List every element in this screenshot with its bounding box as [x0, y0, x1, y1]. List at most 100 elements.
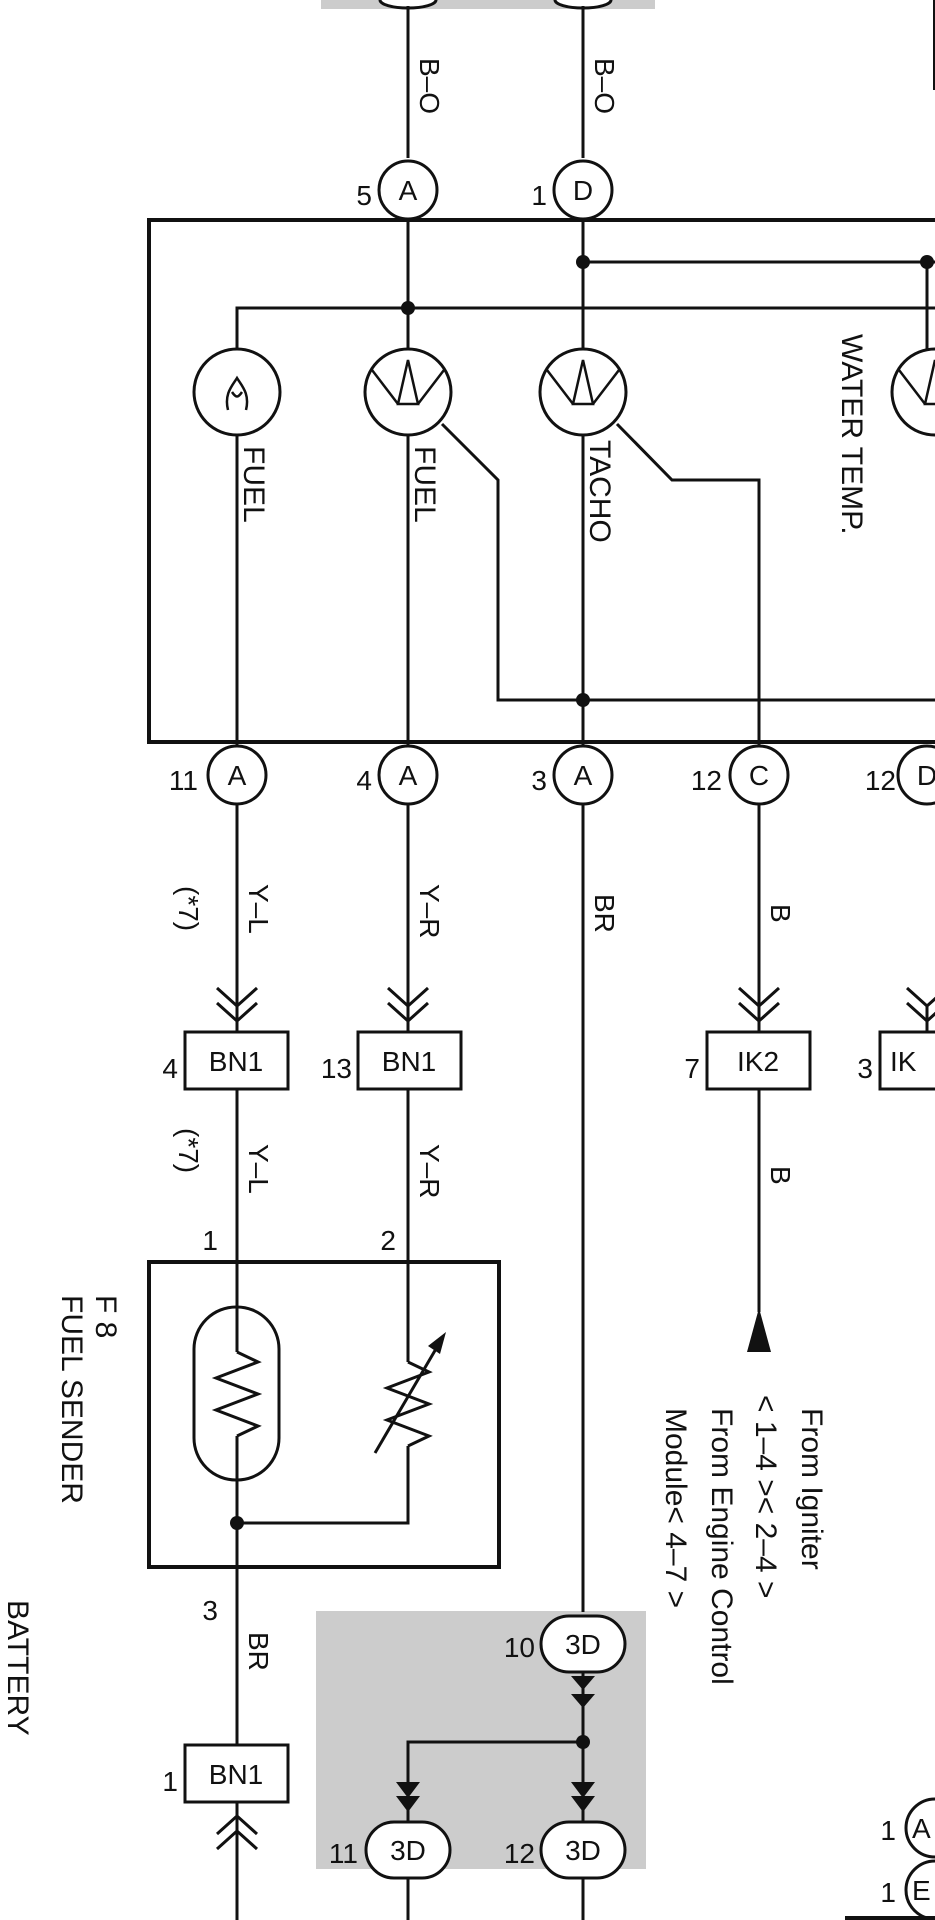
connector-5a-letter: A — [399, 175, 418, 206]
connector-4a-letter: A — [399, 760, 418, 791]
joint-connector-10-pin: 10 — [504, 1632, 535, 1663]
junction-bn1-pin1 — [183, 1743, 290, 1804]
connector-1d-pin: 1 — [531, 180, 547, 211]
joint-connector-12-label: 3D — [565, 1835, 601, 1866]
fuel-gauge-icon — [363, 347, 453, 437]
right-edge-connector-a — [904, 1797, 935, 1859]
wire-label-y-r-upper: Y–R — [414, 884, 445, 938]
joint-arrow-icon — [571, 1796, 595, 1812]
junction-bn1-pin4 — [183, 1030, 290, 1091]
wire-note-upper: (*7) — [173, 886, 204, 931]
variable-resistor-arrow-line — [373, 1341, 442, 1454]
junction-dot — [576, 1735, 590, 1749]
wire-fuel-warning-bus — [235, 306, 935, 775]
connector-12d-letter: D — [917, 760, 935, 791]
connector-11a-pin: 11 — [169, 765, 198, 796]
junction-ik2-pin7-name: IK2 — [737, 1046, 779, 1077]
gauge-label-fuel-warning: FUEL — [237, 446, 270, 523]
fuel-sender-id: F 8 — [89, 1295, 122, 1338]
arrow-icon — [428, 1332, 446, 1354]
junction-bn1-pin13 — [356, 1030, 463, 1091]
resistor-icon — [211, 1350, 263, 1438]
combination-meter-box — [147, 218, 935, 744]
top-shaded-area — [321, 0, 655, 9]
junction-bn1-pin13-name: BN1 — [382, 1046, 436, 1077]
connector-12d — [896, 744, 935, 806]
wire-variable-resistor-return — [237, 1446, 410, 1525]
wire-note-lower: (*7) — [173, 1128, 204, 1173]
right-edge-connector-e-letter: E — [912, 1875, 931, 1906]
junction-bn1-pin1-name: BN1 — [209, 1759, 263, 1790]
connector-5a-pin: 5 — [356, 180, 372, 211]
fuel-warning-lamp-icon — [192, 347, 282, 437]
wire-tacho-signal — [615, 422, 761, 775]
joint-arrow-icon — [571, 1676, 595, 1690]
junction-bn1-pin4-name: BN1 — [209, 1046, 263, 1077]
wire-label-br-upper: BR — [589, 894, 620, 933]
joint-arrow-icon — [396, 1782, 420, 1798]
gauge-label-tacho: TACHO — [583, 440, 616, 543]
variable-resistor-icon — [382, 1360, 434, 1448]
wire-fuel-ground — [440, 422, 935, 702]
wire-label-b-lower: B — [765, 1166, 796, 1185]
connector-11a-letter: A — [228, 760, 247, 791]
chevron-down-icon — [386, 986, 430, 1024]
junction-dot — [230, 1516, 244, 1530]
junction-ik-pin3-pin: 3 — [857, 1053, 873, 1084]
wire-label-y-l-lower: Y–L — [243, 1144, 274, 1194]
joint-connector-11-pin: 11 — [329, 1838, 358, 1869]
connector-3a-pin: 3 — [531, 765, 547, 796]
junction-ik-pin3-name: IK — [890, 1046, 917, 1077]
chevron-down-icon — [215, 986, 259, 1024]
junction-dot — [920, 255, 934, 269]
junction-dot — [401, 301, 415, 315]
joint-connector-10 — [539, 1614, 627, 1674]
connector-4a-pin: 4 — [356, 765, 372, 796]
fuel-sender-box — [147, 1260, 501, 1569]
joint-arrow-icon — [571, 1782, 595, 1798]
from-note-line1: From Igniter — [795, 1408, 828, 1570]
gauge-label-water-temp: WATER TEMP. — [835, 334, 868, 535]
from-note-line4: Module< 4–7 > — [659, 1408, 692, 1608]
joint-connector-12-pin: 12 — [504, 1838, 535, 1869]
battery-label: BATTERY — [1, 1600, 34, 1736]
junction-bn1-pin1-pin: 1 — [162, 1766, 178, 1797]
from-note-line2: < 1–4 >< 2–4 > — [749, 1395, 782, 1599]
wire-label-y-r-lower: Y–R — [414, 1144, 445, 1198]
connector-12d-pin: 12 — [865, 765, 896, 796]
right-edge-connector-a-letter: A — [912, 1813, 931, 1844]
wire-label-b-o-left: B–O — [414, 58, 445, 114]
right-edge-connector-a-pin: 1 — [880, 1815, 896, 1846]
arrow-up-icon — [747, 1308, 771, 1352]
junction-ik2-pin7-pin: 7 — [684, 1053, 700, 1084]
junction-dot — [576, 255, 590, 269]
wire-label-b-o-right: B–O — [589, 58, 620, 114]
connector-12c-letter: C — [749, 760, 769, 791]
water-temp-gauge-icon — [890, 347, 935, 437]
joint-connector-10-label: 3D — [565, 1629, 601, 1660]
tachometer-icon — [538, 347, 628, 437]
chevron-up-icon — [215, 1813, 259, 1851]
right-edge-connector-e — [904, 1859, 935, 1920]
connector-1d-letter: D — [573, 175, 593, 206]
junction-dot — [576, 693, 590, 707]
junction-bn1-pin13-pin: 13 — [321, 1053, 352, 1084]
connector-12c-pin: 12 — [691, 765, 722, 796]
chevron-down-icon — [905, 986, 935, 1024]
wire-label-b-upper: B — [765, 904, 796, 923]
wire-label-br-sender: BR — [243, 1632, 274, 1671]
gauge-label-fuel: FUEL — [408, 446, 441, 523]
joint-connector-11-label: 3D — [390, 1835, 426, 1866]
fuel-sender-name: FUEL SENDER — [55, 1295, 88, 1504]
from-note-line3: From Engine Control — [705, 1408, 738, 1685]
joint-arrow-icon — [396, 1796, 420, 1812]
wire-label-y-l-upper: Y–L — [243, 884, 274, 934]
junction-ik-pin3 — [878, 1030, 935, 1091]
right-edge-connector-e-pin: 1 — [880, 1877, 896, 1908]
connector-3a-letter: A — [574, 760, 593, 791]
chevron-down-icon — [737, 986, 781, 1024]
junction-ik2-pin7 — [705, 1030, 812, 1091]
fuel-sender-pin-3: 3 — [202, 1595, 218, 1626]
fuel-sender-pin-1: 1 — [202, 1225, 218, 1256]
